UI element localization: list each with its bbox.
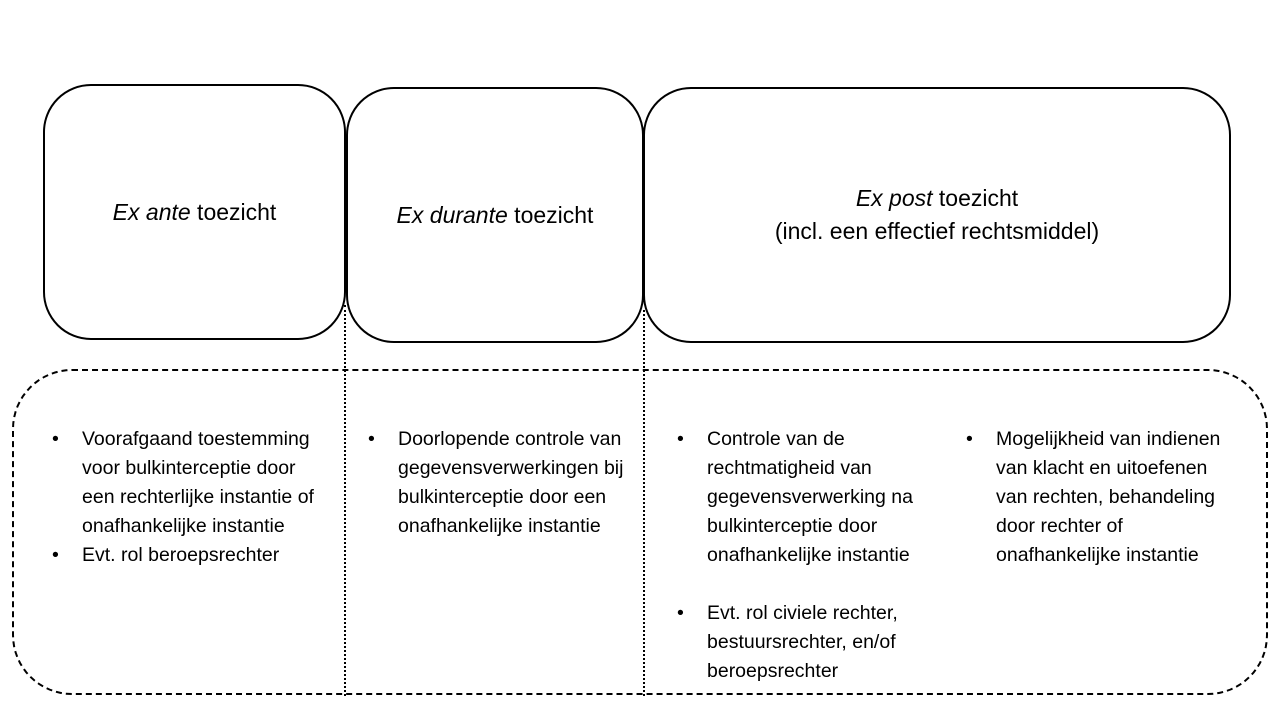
ex-post-title-rest: toezicht	[932, 185, 1019, 211]
ex-post-subtitle: (incl. een effectief rechtsmiddel)	[774, 218, 1100, 244]
ex-durante-box: Ex durante toezicht	[346, 87, 644, 343]
ex-durante-details: Doorlopende controle van gegevensverwerk…	[368, 425, 630, 541]
ex-durante-title-rest: toezicht	[507, 201, 594, 228]
ex-post-title: Ex post toezicht (incl. een effectief re…	[775, 182, 1099, 248]
bullet-item: Mogelijkheid van indienen van klacht en …	[966, 425, 1238, 570]
bullet-list: Voorafgaand toestemming voor bulkinterce…	[52, 425, 327, 570]
ex-durante-title: Ex durante toezicht	[397, 199, 594, 232]
ex-post-details-right: Mogelijkheid van indienen van klacht en …	[966, 425, 1238, 570]
dotted-divider-2	[643, 310, 645, 696]
bullet-item: Evt. rol civiele rechter, bestuursrechte…	[677, 599, 949, 686]
ex-ante-title-rest: toezicht	[190, 198, 277, 225]
ex-durante-title-italic: Ex durante	[396, 201, 508, 228]
ex-post-details-left: Controle van de rechtmatigheid van gegev…	[677, 425, 949, 686]
bullet-list: Mogelijkheid van indienen van klacht en …	[966, 425, 1238, 570]
ex-ante-title: Ex ante toezicht	[113, 196, 277, 229]
ex-post-title-italic: Ex post	[855, 185, 933, 211]
dashed-details-container	[12, 369, 1268, 695]
bullet-item: Controle van de rechtmatigheid van gegev…	[677, 425, 949, 570]
ex-ante-box: Ex ante toezicht	[43, 84, 346, 340]
ex-post-box: Ex post toezicht (incl. een effectief re…	[643, 87, 1231, 343]
bullet-item: Evt. rol beroepsrechter	[52, 541, 327, 570]
dotted-divider-1	[344, 305, 346, 696]
bullet-item: Voorafgaand toestemming voor bulkinterce…	[52, 425, 327, 541]
ex-ante-details: Voorafgaand toestemming voor bulkinterce…	[52, 425, 327, 570]
bullet-list: Doorlopende controle van gegevensverwerk…	[368, 425, 630, 541]
ex-ante-title-italic: Ex ante	[112, 198, 191, 225]
bullet-list: Controle van de rechtmatigheid van gegev…	[677, 425, 949, 686]
bullet-item: Doorlopende controle van gegevensverwerk…	[368, 425, 630, 541]
